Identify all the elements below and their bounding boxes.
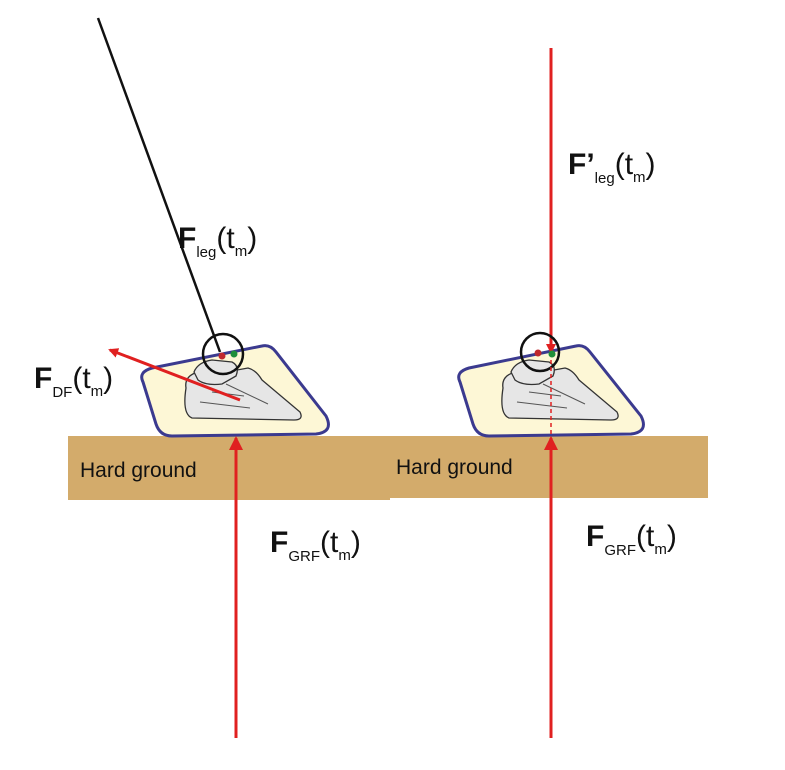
leg-force-subscript-right: leg (595, 170, 615, 187)
grf-force-label-left: FGRF(tm) (270, 526, 361, 565)
grf-force-arg-close-left: ) (351, 526, 361, 559)
leg-force-arg-sub-right: m (633, 169, 646, 186)
df-force-symbol: F (34, 362, 52, 395)
grf-force-subscript-right: GRF (604, 542, 636, 559)
bone-detail-right (516, 383, 586, 409)
joint-circle-left (201, 332, 245, 376)
grf-force-arg-sub-right: m (654, 541, 667, 558)
leg-force-arg-sub-left: m (235, 243, 248, 260)
leg-force-subscript-left: leg (196, 244, 216, 261)
df-force-label: FDF(tm) (34, 362, 113, 401)
cop-dot-green-left (230, 350, 238, 358)
leg-force-label-right: F’leg(tm) (568, 148, 656, 187)
cop-dot-red-left (218, 352, 226, 360)
joint-circle-right (519, 331, 561, 373)
leg-force-symbol-right: F’ (568, 148, 595, 181)
leg-force-line-left (96, 17, 222, 353)
hoof-left (140, 344, 330, 438)
cop-dot-green-right (548, 350, 556, 358)
leg-force-arg-close-left: ) (247, 222, 257, 255)
grf-force-arg-right: (t (636, 520, 655, 553)
ground-right-label: Hard ground (396, 456, 513, 479)
grf-force-arg-left: (t (320, 526, 339, 559)
leg-force-arg-left: (t (216, 222, 235, 255)
pastern-bone-right (510, 359, 555, 386)
df-force-arg: (t (72, 362, 91, 395)
grf-force-label-right: FGRF(tm) (586, 520, 677, 559)
ground-left-label: Hard ground (80, 459, 197, 482)
cop-dot-red-right (534, 349, 542, 357)
df-force-arg-close: ) (103, 362, 113, 395)
grf-force-arg-sub-left: m (338, 547, 351, 564)
df-force-arrow (108, 348, 241, 402)
grf-force-arg-close-right: ) (667, 520, 677, 553)
df-force-arg-sub: m (91, 383, 104, 400)
grf-force-symbol-left: F (270, 526, 288, 559)
grf-force-subscript-left: GRF (288, 548, 320, 565)
leg-force-label-left: Fleg(tm) (178, 222, 257, 261)
leg-force-arg-right: (t (615, 148, 634, 181)
df-force-subscript: DF (52, 384, 72, 401)
leg-force-arg-close-right: ) (646, 148, 656, 181)
grf-force-symbol-right: F (586, 520, 604, 553)
leg-force-symbol-left: F (178, 222, 196, 255)
